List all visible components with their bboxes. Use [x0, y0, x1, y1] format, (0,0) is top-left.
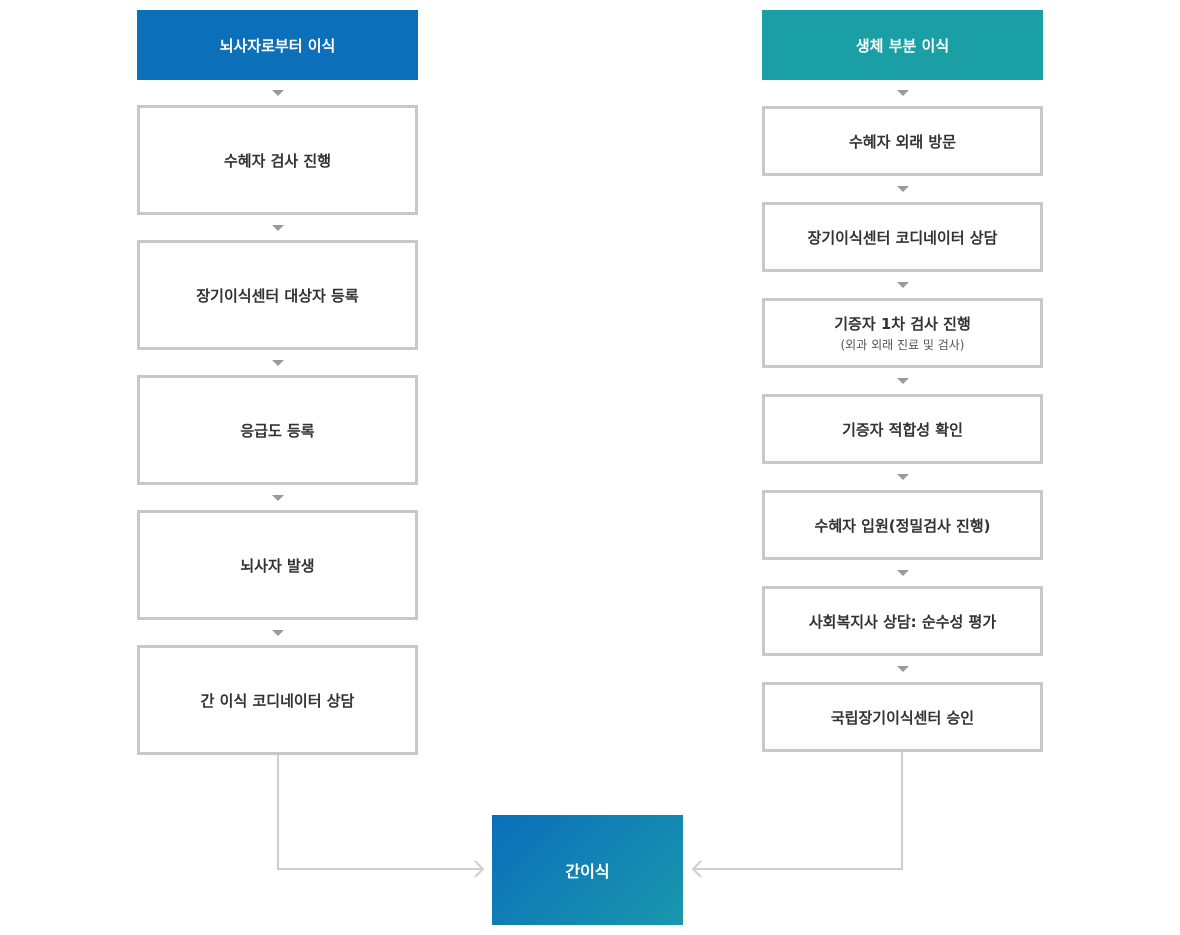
down-arrow-icon [897, 186, 909, 192]
step-label: 기증자 적합성 확인 [842, 420, 963, 439]
down-arrow-icon [272, 495, 284, 501]
left-arrowhead-icon [474, 860, 485, 878]
down-arrow-icon [897, 666, 909, 672]
step-label: 기증자 1차 검사 진행 [834, 315, 971, 333]
right-connector-line [693, 752, 903, 870]
step-label: 간 이식 코디네이터 상담 [200, 691, 355, 710]
down-arrow-icon [897, 378, 909, 384]
right-step-6: 사회복지사 상담: 순수성 평가 [762, 586, 1043, 656]
down-arrow-icon [272, 90, 284, 96]
step-label: 수혜자 검사 진행 [223, 151, 332, 170]
right-step-2: 장기이식센터 코디네이터 상담 [762, 202, 1043, 272]
right-step-7: 국립장기이식센터 승인 [762, 682, 1043, 752]
down-arrow-icon [897, 570, 909, 576]
step-label: 수혜자 외래 방문 [848, 132, 957, 151]
right-arrowhead-icon [691, 860, 702, 878]
down-arrow-icon [272, 360, 284, 366]
step-label: 장기이식센터 대상자 등록 [196, 286, 359, 305]
step-label: 사회복지사 상담: 순수성 평가 [808, 612, 997, 631]
result-box: 간이식 [492, 815, 683, 925]
down-arrow-icon [272, 225, 284, 231]
left-step-5: 간 이식 코디네이터 상담 [137, 645, 418, 755]
down-arrow-icon [897, 474, 909, 480]
left-step-3: 응급도 등록 [137, 375, 418, 485]
result-label: 간이식 [565, 862, 610, 881]
right-step-3: 기증자 1차 검사 진행 (외과 외래 진료 및 검사) [762, 298, 1043, 368]
right-column-header: 생체 부분 이식 [762, 10, 1043, 80]
right-step-5: 수혜자 입원(정밀검사 진행) [762, 490, 1043, 560]
left-step-4: 뇌사자 발생 [137, 510, 418, 620]
right-step-1: 수혜자 외래 방문 [762, 106, 1043, 176]
down-arrow-icon [897, 90, 909, 96]
step-sublabel: (외과 외래 진료 및 검사) [840, 338, 965, 352]
down-arrow-icon [272, 630, 284, 636]
right-step-4: 기증자 적합성 확인 [762, 394, 1043, 464]
step-label: 응급도 등록 [240, 421, 315, 440]
left-step-1: 수혜자 검사 진행 [137, 105, 418, 215]
left-connector-line [277, 755, 483, 870]
step-label: 수혜자 입원(정밀검사 진행) [814, 516, 991, 535]
down-arrow-icon [897, 282, 909, 288]
left-column-header: 뇌사자로부터 이식 [137, 10, 418, 80]
left-step-2: 장기이식센터 대상자 등록 [137, 240, 418, 350]
step-label: 국립장기이식센터 승인 [830, 708, 975, 727]
step-label: 뇌사자 발생 [240, 556, 315, 575]
step-label: 장기이식센터 코디네이터 상담 [807, 228, 998, 247]
